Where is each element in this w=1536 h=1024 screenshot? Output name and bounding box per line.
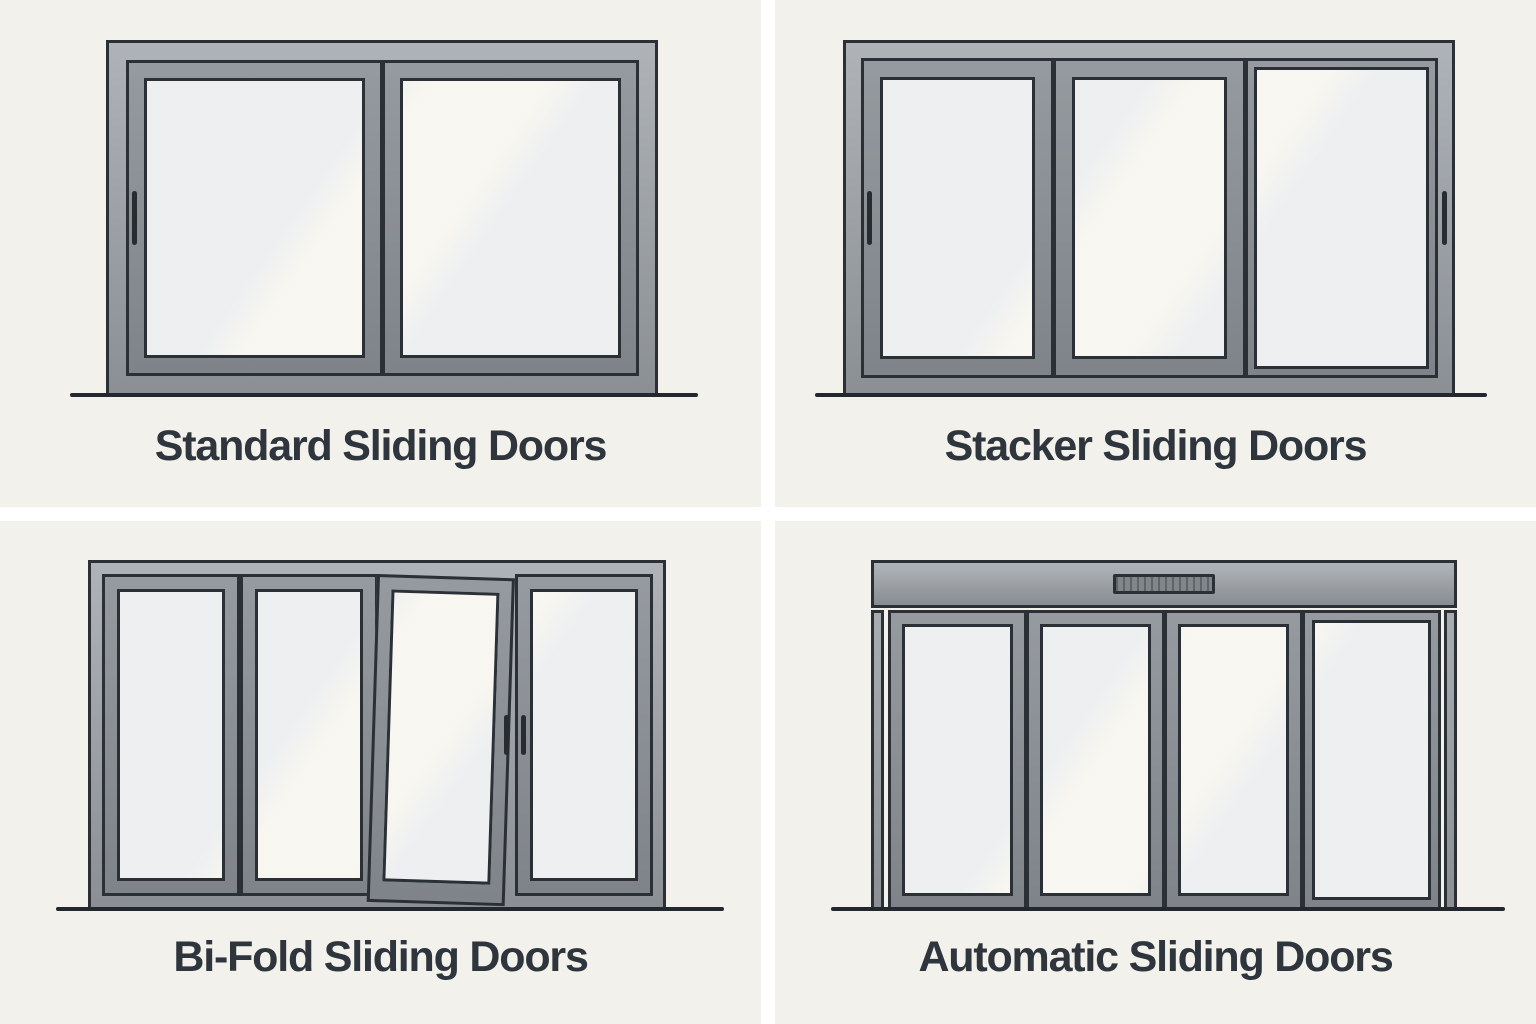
glass-pane xyxy=(382,589,500,885)
left-side-stile xyxy=(871,610,884,910)
door-handle xyxy=(1442,191,1447,245)
glass-pane xyxy=(880,77,1035,359)
ground-line xyxy=(56,907,724,911)
glass-pane xyxy=(902,624,1013,896)
door-handle xyxy=(503,715,509,755)
cell-stacker-sliding-doors: Stacker Sliding Doors xyxy=(775,0,1536,507)
glass-pane xyxy=(400,78,621,358)
door-handle xyxy=(520,715,526,755)
stacker-door-diagram xyxy=(775,0,1536,507)
glass-pane xyxy=(1040,624,1151,896)
door-panel-2 xyxy=(1026,610,1165,910)
glass-pane xyxy=(529,589,638,881)
door-panel-1 xyxy=(861,58,1054,378)
glass-pane xyxy=(1312,620,1431,900)
glass-pane xyxy=(117,589,225,881)
bifold-door-diagram xyxy=(0,521,761,1024)
glass-pane xyxy=(254,589,363,881)
glass-pane xyxy=(1178,624,1289,896)
door-type-label: Bi-Fold Sliding Doors xyxy=(173,933,589,981)
door-panel-2 xyxy=(382,60,639,376)
automatic-door-diagram xyxy=(775,521,1536,1024)
door-panel-4 xyxy=(1302,610,1441,910)
ground-line xyxy=(815,393,1487,397)
door-type-label: Automatic Sliding Doors xyxy=(918,933,1393,981)
automatic-door xyxy=(871,560,1457,910)
door-type-label: Stacker Sliding Doors xyxy=(944,422,1368,470)
door-panel-2 xyxy=(1053,58,1246,378)
ground-line xyxy=(831,907,1505,911)
cell-automatic-sliding-doors: Automatic Sliding Doors xyxy=(775,521,1536,1024)
ground-line xyxy=(70,393,698,397)
door-panel-1 xyxy=(102,574,240,896)
standard-door-diagram xyxy=(0,0,761,507)
door-panel-3 xyxy=(366,574,515,907)
door-handle xyxy=(132,191,137,245)
door-panel-1 xyxy=(888,610,1027,910)
door-panel-4 xyxy=(514,574,653,896)
door-panel-2 xyxy=(239,574,378,896)
standard-door xyxy=(106,40,658,396)
bifold-door xyxy=(88,560,666,910)
glass-pane xyxy=(144,78,365,358)
glass-pane xyxy=(1072,77,1227,359)
cell-standard-sliding-doors: Standard Sliding Doors xyxy=(0,0,761,507)
right-side-stile xyxy=(1444,610,1457,910)
door-panel-1 xyxy=(126,60,383,376)
glass-pane xyxy=(1254,67,1429,369)
stacker-door xyxy=(843,40,1455,396)
cell-bifold-sliding-doors: Bi-Fold Sliding Doors xyxy=(0,521,761,1024)
motion-sensor-icon xyxy=(1113,574,1215,594)
door-panel-3 xyxy=(1245,58,1438,378)
door-handle xyxy=(867,191,872,245)
door-panel-3 xyxy=(1164,610,1303,910)
door-type-label: Standard Sliding Doors xyxy=(154,422,608,470)
